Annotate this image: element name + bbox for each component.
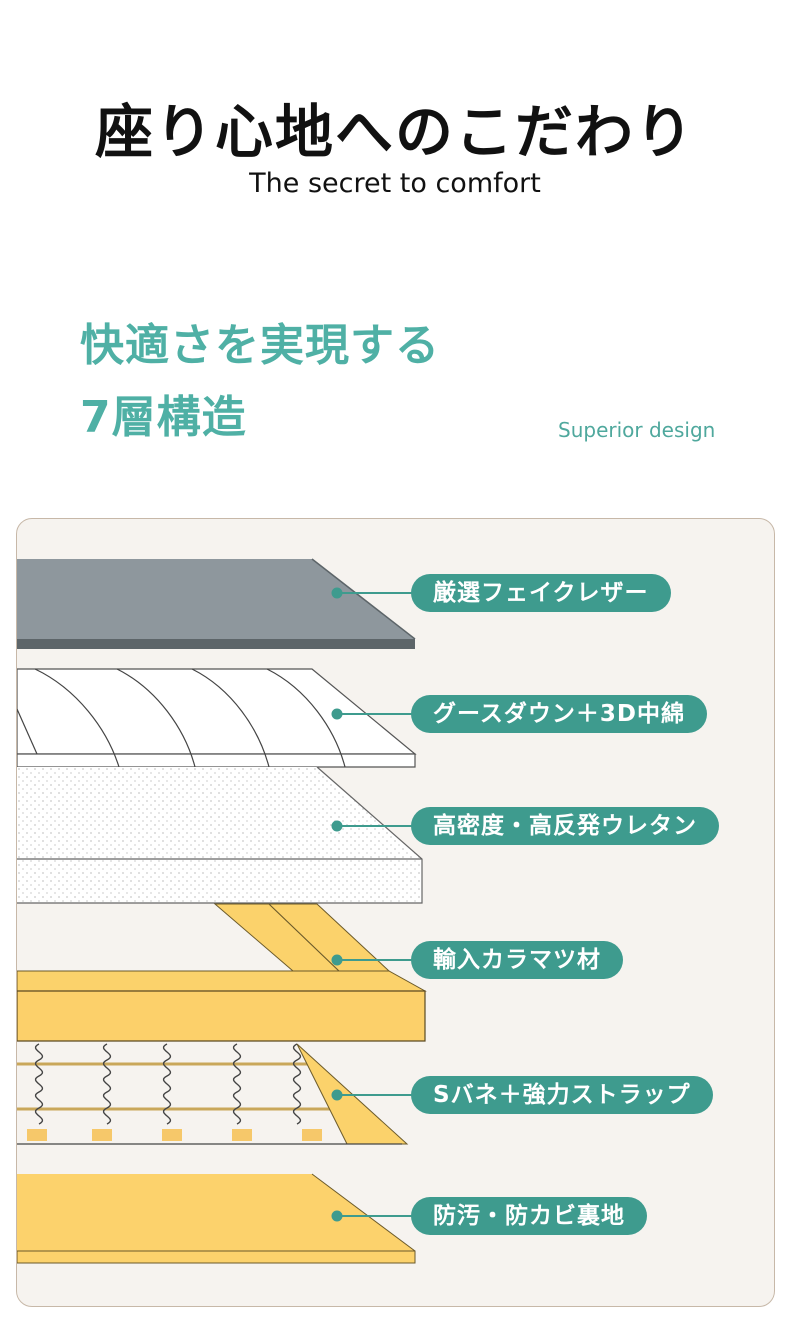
urethane-layer xyxy=(17,766,423,904)
english-caption: Superior design xyxy=(558,418,716,442)
page-title: 座り心地へのこだわり xyxy=(94,98,695,166)
lining-layer xyxy=(17,1173,416,1264)
layer-illustration xyxy=(17,558,427,1264)
page-subtitle: The secret to comfort xyxy=(249,168,541,199)
layer-label-lining: 防汚・防カビ裏地 xyxy=(411,1197,647,1235)
headline-line-2: 7層構造 xyxy=(80,392,247,443)
layer-label-springs: Sバネ＋強力ストラップ xyxy=(411,1076,713,1114)
layer-label-leather: 厳選フェイクレザー xyxy=(411,574,671,612)
layer-label-wood: 輸入カラマツ材 xyxy=(411,941,623,979)
down-layer xyxy=(17,668,417,768)
wood-frame-layer xyxy=(17,903,427,1042)
layer-label-down: グースダウン＋3D中綿 xyxy=(411,695,707,733)
leather-layer xyxy=(17,558,416,649)
layer-diagram-panel: 厳選フェイクレザー グースダウン＋3D中綿 高密度・高反発ウレタン 輸入カラマツ… xyxy=(16,518,775,1307)
layer-label-urethane: 高密度・高反発ウレタン xyxy=(411,807,719,845)
label-connectors xyxy=(331,587,417,1222)
headline-line-1: 快適さを実現する xyxy=(80,320,440,371)
